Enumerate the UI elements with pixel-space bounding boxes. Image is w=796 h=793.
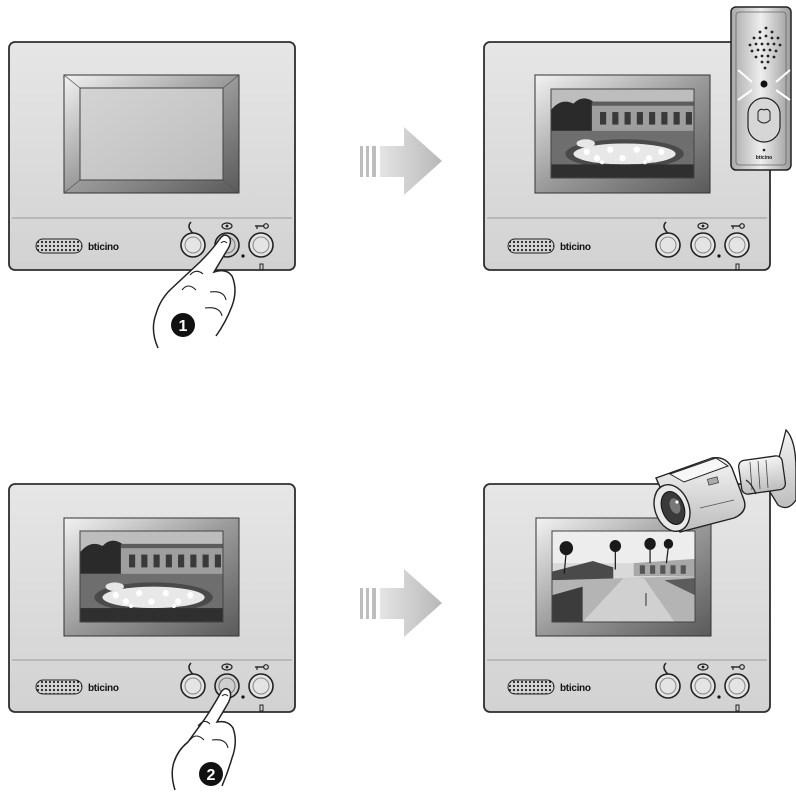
speaker-grille xyxy=(508,680,554,694)
monitor-1: bticino xyxy=(9,42,295,270)
speaker-grille xyxy=(36,680,82,694)
transition-arrow-2 xyxy=(360,569,442,637)
brand-label: bticino xyxy=(88,683,119,694)
status-led xyxy=(717,695,720,698)
status-led xyxy=(717,254,720,257)
entrance-panel: bticino xyxy=(731,7,791,170)
screen-3 xyxy=(64,518,239,636)
screen-4 xyxy=(536,518,711,636)
svg-text:1: 1 xyxy=(179,318,188,335)
brand-label: bticino xyxy=(560,242,591,253)
cctv-camera xyxy=(648,430,796,536)
step-badge-2: 2 xyxy=(199,762,223,786)
screen-1 xyxy=(64,75,239,193)
monitor-2: bticino xyxy=(484,42,770,270)
svg-text:2: 2 xyxy=(207,767,216,784)
screen-2 xyxy=(535,75,710,193)
call-button[interactable] xyxy=(748,98,780,142)
speaker-grille xyxy=(508,239,554,253)
monitor-3: bticino xyxy=(9,484,295,712)
brand-label: bticino xyxy=(88,242,119,253)
panel-brand-label: bticino xyxy=(756,155,772,161)
status-led xyxy=(241,695,244,698)
step-badge-1: 1 xyxy=(171,313,195,337)
status-led xyxy=(241,254,244,257)
panel-camera xyxy=(761,81,768,88)
speaker-grille xyxy=(36,239,82,253)
transition-arrow-1 xyxy=(360,127,442,195)
brand-label: bticino xyxy=(560,683,591,694)
